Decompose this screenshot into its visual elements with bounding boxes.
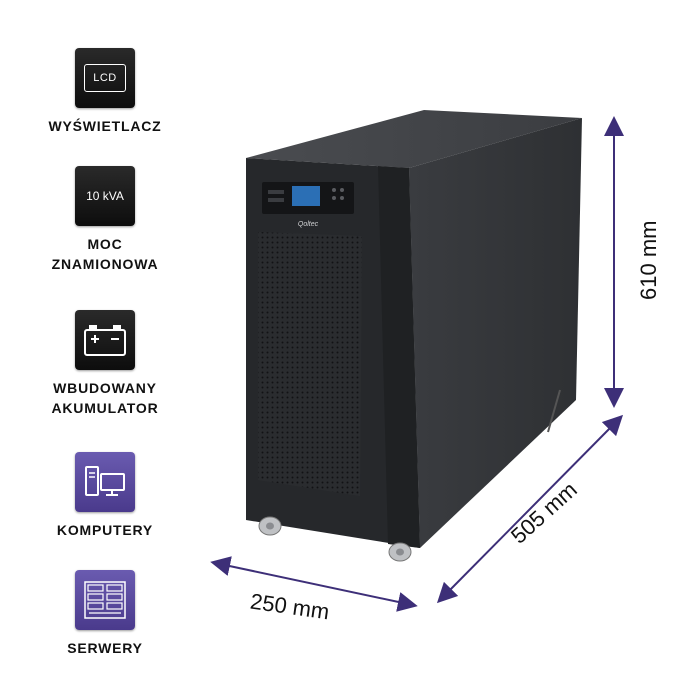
caster-wheel-icon xyxy=(258,516,282,536)
feature-label-line: AKUMULATOR xyxy=(51,400,159,416)
feature-label: WBUDOWANY AKUMULATOR xyxy=(30,378,180,418)
power-tile-text: 10 kVA xyxy=(86,189,124,203)
depth-arrow xyxy=(436,414,624,604)
feature-computers: KOMPUTERY xyxy=(30,452,180,540)
feature-battery: WBUDOWANY AKUMULATOR xyxy=(30,310,180,418)
power-rating-icon: 10 kVA xyxy=(75,166,135,226)
server-glyph xyxy=(84,581,126,619)
lcd-tile-text: LCD xyxy=(84,64,126,92)
caster-wheel-icon xyxy=(388,542,412,562)
height-dimension-label: 610 mm xyxy=(636,220,661,300)
feature-lcd: LCD WYŚWIETLACZ xyxy=(30,48,180,136)
feature-label: MOC ZNAMIONOWA xyxy=(30,234,180,274)
feature-servers: SERWERY xyxy=(30,570,180,658)
feature-label: KOMPUTERY xyxy=(30,520,180,540)
feature-power-rating: 10 kVA MOC ZNAMIONOWA xyxy=(30,166,180,274)
ups-top-face xyxy=(246,110,582,168)
lcd-display-icon xyxy=(292,186,320,206)
battery-icon xyxy=(75,310,135,370)
feature-label-line: WYŚWIETLACZ xyxy=(48,118,162,134)
ups-front-grille xyxy=(258,232,362,496)
feature-label-line: ZNAMIONOWA xyxy=(51,256,159,272)
width-arrow xyxy=(210,556,418,612)
battery-glyph xyxy=(84,325,126,356)
feature-label-line: SERWERY xyxy=(67,640,143,656)
feature-label-line: KOMPUTERY xyxy=(56,522,154,538)
server-rack-icon xyxy=(75,570,135,630)
feature-label-line: MOC xyxy=(87,236,123,252)
feature-label: WYŚWIETLACZ xyxy=(30,116,180,136)
computer-icon xyxy=(75,452,135,512)
lcd-icon: LCD xyxy=(75,48,135,108)
computer-glyph xyxy=(85,466,125,496)
feature-label: SERWERY xyxy=(30,638,180,658)
feature-label-line: WBUDOWANY xyxy=(53,380,157,396)
brand-logo: Qoltec xyxy=(298,221,319,228)
ups-front-edge xyxy=(378,166,420,548)
